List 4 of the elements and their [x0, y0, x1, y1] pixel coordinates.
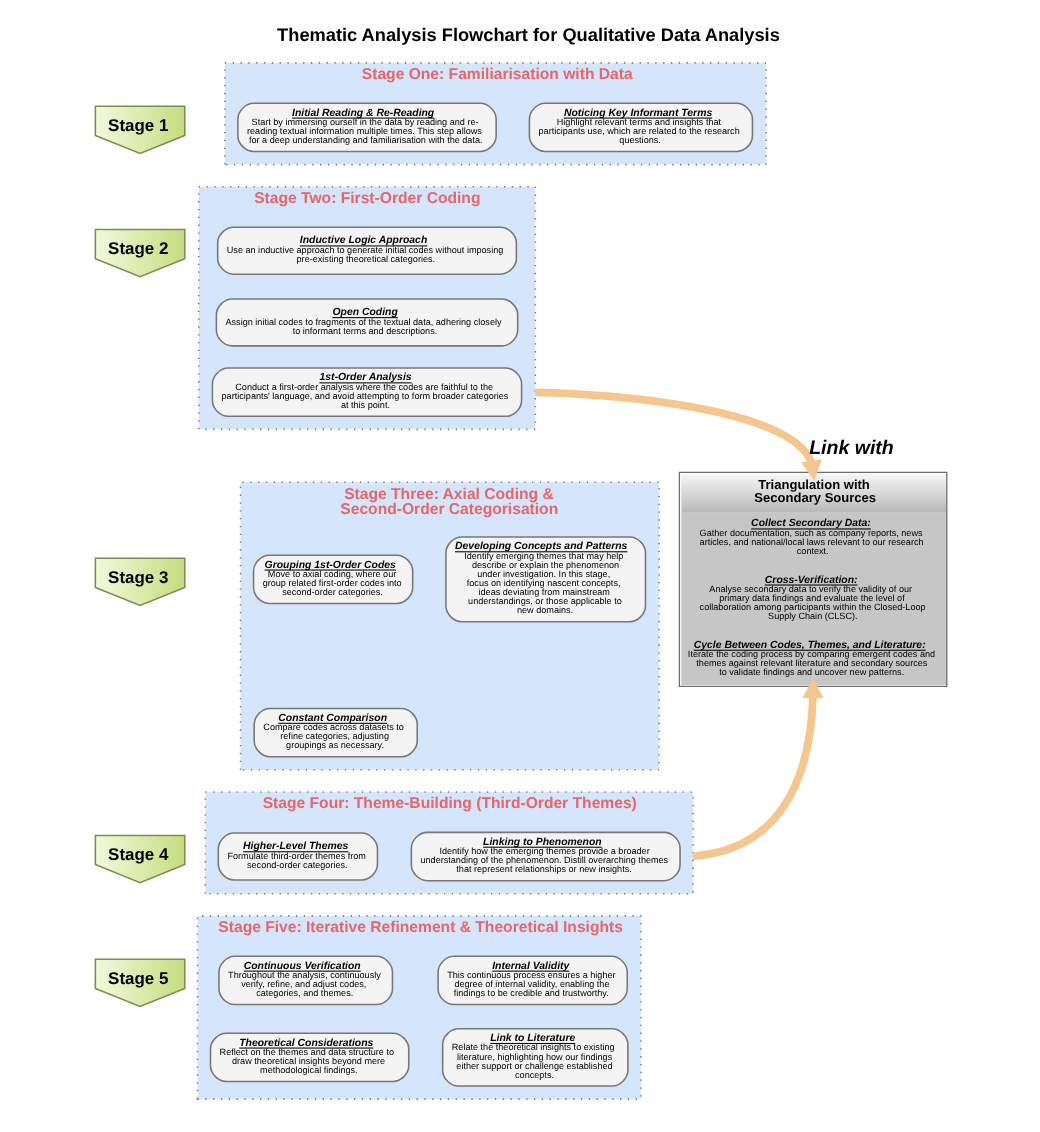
arrow — [691, 677, 823, 860]
edge-label: Link with — [808, 438, 893, 461]
diagram-title: Thematic Analysis Flowchart for Qualitative Data Analysis — [276, 24, 779, 45]
arrow — [534, 388, 821, 481]
